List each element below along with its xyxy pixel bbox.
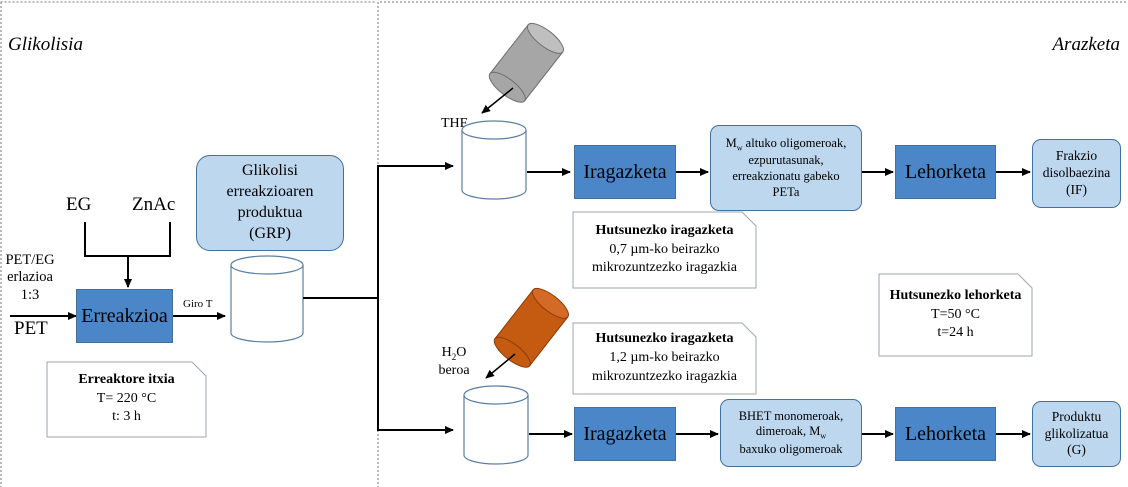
bottom-filter-note: Hutsunezko iragazketa 1,2 µm-ko beirazko…	[574, 324, 755, 393]
znac-label: ZnAc	[132, 194, 176, 215]
bottom-residue-line-1: BHET monomeroak,	[738, 408, 844, 423]
insoluble-fraction-box: Frakzio disolbaezina (IF)	[1032, 139, 1121, 208]
dry-note-shape	[878, 273, 1033, 357]
bottom-residue-line-2: dimeroak, Mw	[755, 424, 827, 441]
bottom-filter-note-title: Hutsunezko iragazketa	[595, 331, 734, 347]
top-residue-box: Mw altuko oligomeroak, ezpurutasunak, er…	[710, 125, 862, 211]
grp-cylinder	[230, 255, 304, 343]
water-hot-label: beroa	[438, 362, 470, 378]
section-title-purification: Arazketa	[1052, 34, 1120, 55]
top-residue-line-3: erreakzionatu gabeko	[732, 168, 840, 183]
top-filter-note-title: Hutsunezko iragazketa	[595, 222, 734, 238]
reactor-note-time: t: 3 h	[112, 409, 141, 425]
insoluble-line-3: (IF)	[1066, 181, 1087, 197]
top-residue-line-2: ezpurutasunak,	[748, 153, 824, 168]
insoluble-line-2: disolbaezina	[1042, 165, 1111, 181]
top-filter-note-line-2: mikrozuntzezko iragazkia	[592, 260, 737, 276]
glycolyzed-product-box: Produktu glikolizatua (G)	[1032, 401, 1121, 467]
reactor-note-temperature: T= 220 °C	[96, 390, 157, 406]
grp-line-3: produktua	[237, 204, 303, 221]
eg-label: EG	[66, 194, 92, 215]
top-filter-note: Hutsunezko iragazketa 0,7 µm-ko beirazko…	[574, 213, 755, 287]
bottom-filtration-box: Iragazketa	[574, 407, 676, 461]
water-formula: H2O	[441, 345, 467, 362]
glycolyzed-line-3: (G)	[1067, 442, 1086, 458]
top-filter-note-line-1: 0,7 µm-ko beirazko	[609, 241, 720, 257]
thf-label: THF	[441, 116, 468, 131]
ratio-label: PET/EG erlazioa 1:3	[5, 252, 55, 304]
ratio-line-3: 1:3	[20, 286, 40, 303]
grp-box: Glikolisi erreakzioaren produktua (GRP)	[196, 155, 344, 251]
water-label: H2O beroa	[430, 345, 478, 379]
bottom-filter-note-shape	[572, 322, 757, 395]
grp-line-4: (GRP)	[249, 224, 291, 242]
reactor-note-shape	[46, 361, 207, 438]
section-title-glycolysis: Glikolisia	[8, 34, 83, 55]
grp-line-2: erreakzioaren	[226, 183, 314, 201]
reactor-note: Erreaktore itxia T= 220 °C t: 3 h	[48, 363, 205, 435]
top-residue-line-1: Mw altuko oligomeroak,	[725, 135, 847, 153]
glycolyzed-line-2: glikolizatua	[1044, 425, 1109, 441]
bottom-filter-note-line-1: 1,2 µm-ko beirazko	[609, 350, 720, 366]
water-beaker	[463, 385, 529, 465]
top-filter-note-shape	[572, 211, 757, 289]
drying-note-temperature: T=50 °C	[931, 306, 980, 322]
bottom-residue-box: BHET monomeroak, dimeroak, Mw baxuko oli…	[720, 399, 862, 467]
glycolyzed-line-1: Produktu	[1051, 408, 1102, 424]
pet-label: PET	[14, 318, 48, 339]
insoluble-line-1: Frakzio	[1055, 148, 1098, 164]
water-pour-arrow	[485, 353, 516, 379]
bottom-drying-box: Lehorketa	[895, 407, 996, 461]
room-temperature-label: Giro T	[183, 298, 213, 310]
ratio-line-1: PET/EG	[5, 252, 55, 268]
thf-solvent-cylinder	[488, 22, 564, 103]
water-solvent-cylinder	[493, 287, 569, 368]
bottom-residue-line-3: baxuko oligomeroak	[739, 441, 843, 456]
ratio-line-2: erlazioa	[7, 269, 53, 286]
top-residue-line-4: PETa	[772, 184, 800, 199]
bottom-filter-note-line-2: mikrozuntzezko iragazkia	[592, 368, 737, 384]
top-filtration-box: Iragazketa	[574, 145, 676, 199]
thf-pour-arrow	[481, 87, 514, 114]
drying-note-title: Hutsunezko lehorketa	[889, 287, 1022, 303]
reaction-box: Erreakzioa	[76, 289, 173, 343]
drying-note: Hutsunezko lehorketa T=50 °C t=24 h	[880, 275, 1031, 355]
grp-line-1: Glikolisi	[241, 162, 298, 180]
thf-beaker	[461, 120, 527, 200]
drying-note-time: t=24 h	[937, 325, 974, 341]
reactor-note-title: Erreaktore itxia	[78, 371, 175, 387]
top-drying-box: Lehorketa	[895, 145, 996, 199]
